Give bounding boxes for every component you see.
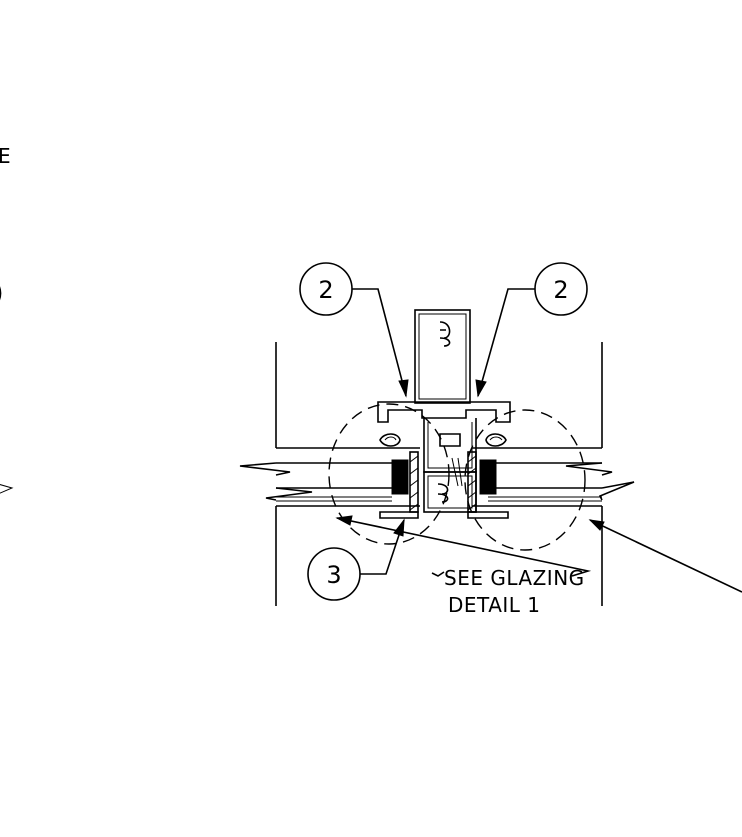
gasket-right <box>485 433 507 447</box>
callout-number: 2 <box>318 276 333 304</box>
spacer-block-right <box>479 459 497 495</box>
gasket-left <box>379 433 401 447</box>
spacer-block-left <box>391 459 409 495</box>
note-line-2: DETAIL 1 <box>448 593 541 617</box>
callout-bubble-2-left: 2 <box>299 262 409 398</box>
cut-off-note-fragment: E <box>0 144 11 168</box>
glazing-detail-note: SEE GLAZING DETAIL 1 <box>335 515 592 617</box>
cut-off-arrow-fragment <box>0 484 14 494</box>
callout-number: 2 <box>553 276 568 304</box>
glazing-stop-left <box>379 451 419 519</box>
cut-off-callout-arc <box>0 286 2 301</box>
callout-bubble-2-right: 2 <box>475 262 588 398</box>
leader-right-offpage <box>588 519 742 593</box>
detail-circle-left <box>328 403 450 545</box>
detail-circle-right <box>464 409 586 551</box>
screw-spline-upper <box>439 321 451 347</box>
note-line-1: SEE GLAZING <box>444 566 585 590</box>
callout-bubble-3: 3 <box>307 518 405 601</box>
callout-number: 3 <box>326 561 341 589</box>
glass-panel-left <box>239 447 420 507</box>
